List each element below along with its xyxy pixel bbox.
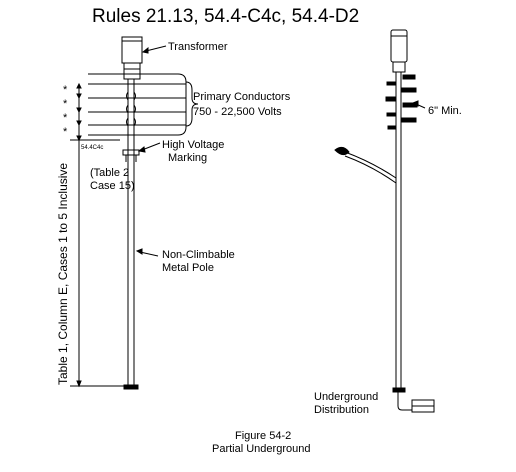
street-light-head bbox=[334, 146, 350, 156]
vertical-height-dimension bbox=[70, 139, 124, 388]
leader-lines bbox=[135, 45, 167, 257]
case15-label: Case 15) bbox=[90, 180, 135, 192]
min-spacing-leader bbox=[411, 100, 426, 109]
clearance-asterisk: * bbox=[63, 84, 68, 96]
vertical-dimension-label: Table 1, Column E, Cases 1 to 5 Inclusiv… bbox=[56, 163, 70, 385]
left-pole-assembly bbox=[121, 36, 143, 390]
non-climbable-label: Non-Climbable bbox=[162, 249, 235, 261]
primary-conductor-zone bbox=[88, 73, 199, 136]
transformer-icon bbox=[121, 36, 143, 64]
metal-pole-label: Metal Pole bbox=[162, 262, 214, 274]
min-spacing-label: 6" Min. bbox=[428, 105, 462, 117]
clearance-asterisk: * bbox=[63, 98, 68, 110]
figure-caption: Figure 54-2 bbox=[235, 430, 291, 442]
figure-title: Rules 21.13, 54.4-C4c, 54.4-D2 bbox=[92, 6, 359, 27]
distribution-label: Distribution bbox=[314, 404, 369, 416]
figure-subcaption: Partial Underground bbox=[212, 443, 310, 455]
underground-label: Underground bbox=[314, 391, 378, 403]
primary-conductors-label: Primary Conductors bbox=[193, 91, 291, 103]
right-pole-assembly bbox=[334, 29, 435, 413]
rule-tag: 54.4C4c bbox=[81, 145, 103, 151]
clearance-asterisk: * bbox=[63, 126, 68, 138]
table2-label: (Table 2 bbox=[90, 167, 129, 179]
right-insulators bbox=[385, 74, 418, 130]
marking-label: Marking bbox=[168, 152, 207, 164]
primary-voltage-label: 750 - 22,500 Volts bbox=[193, 106, 282, 118]
high-voltage-marking-band bbox=[122, 149, 140, 156]
clearance-dimensions bbox=[76, 82, 82, 142]
clearance-asterisk: * bbox=[63, 112, 68, 124]
high-voltage-label: High Voltage bbox=[162, 139, 224, 151]
right-transformer-icon bbox=[390, 29, 408, 63]
transformer-label: Transformer bbox=[168, 41, 228, 53]
